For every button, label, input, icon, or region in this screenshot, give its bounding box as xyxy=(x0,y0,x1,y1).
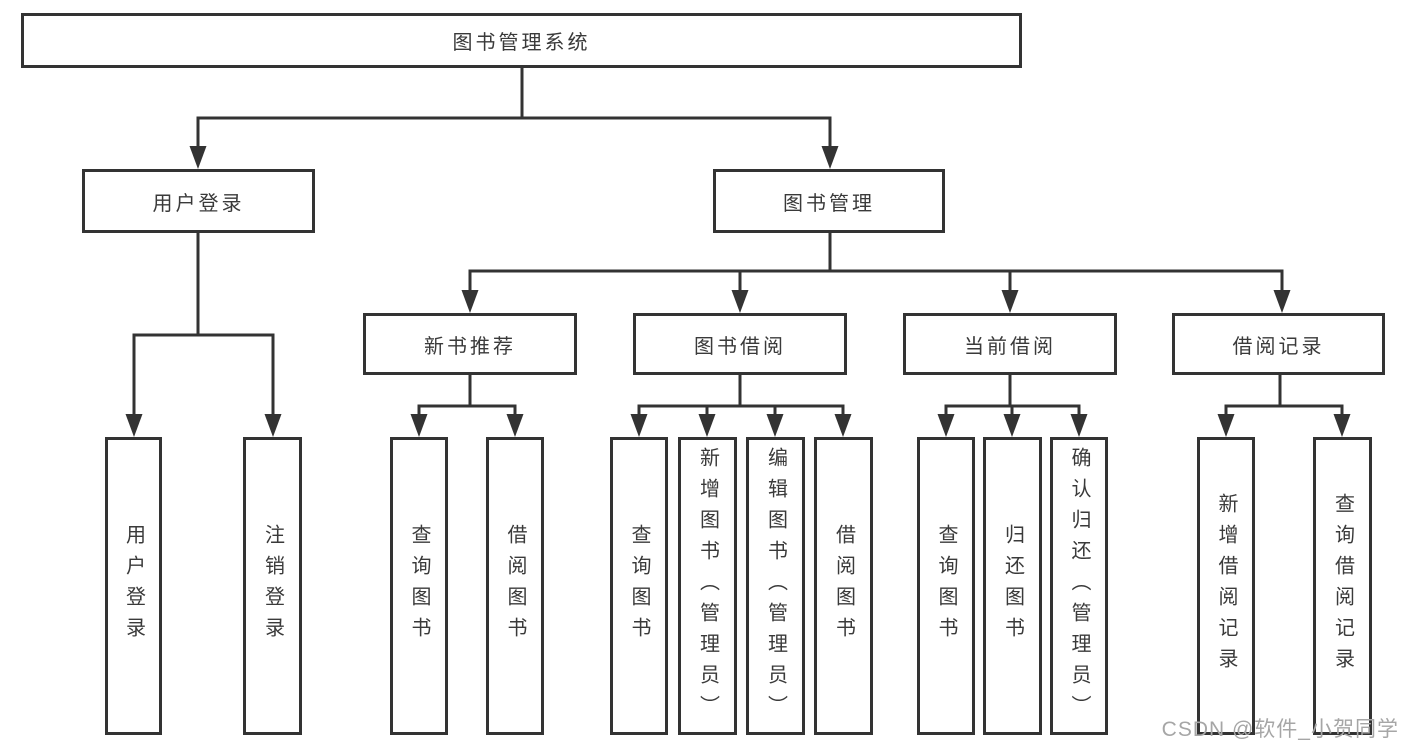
leaf-bb-add-books: 新增图书（管理员） xyxy=(678,437,737,735)
node-new-books: 新书推荐 xyxy=(363,313,577,375)
node-current-borrow-label: 当前借阅 xyxy=(964,335,1056,358)
arrowhead-icon xyxy=(125,414,143,437)
node-user-login: 用户登录 xyxy=(82,169,315,233)
node-book-mgmt-label: 图书管理 xyxy=(783,192,875,215)
leaf-cb-return-books: 归还图书 xyxy=(983,437,1042,735)
leaf-bb-edit-books-label: 编辑图书（管理员） xyxy=(764,446,787,726)
arrowhead-icon xyxy=(821,146,839,169)
arrowhead-icon xyxy=(1333,414,1351,437)
leaf-logout: 注销登录 xyxy=(243,437,302,735)
leaf-bb-query-books-label: 查询图书 xyxy=(628,524,650,648)
leaf-cb-confirm-return: 确认归还（管理员） xyxy=(1050,437,1108,735)
leaf-logout-label: 注销登录 xyxy=(261,524,284,648)
leaf-br-add-record: 新增借阅记录 xyxy=(1197,437,1255,735)
arrowhead-icon xyxy=(461,290,479,313)
leaf-bb-borrow-books-label: 借阅图书 xyxy=(832,524,855,648)
leaf-br-query-record: 查询借阅记录 xyxy=(1313,437,1372,735)
watermark: CSDN @软件_小贺同学 xyxy=(1161,718,1399,741)
leaf-user-login: 用户登录 xyxy=(105,437,162,735)
arrowhead-icon xyxy=(506,414,524,437)
arrowhead-icon xyxy=(264,414,282,437)
leaf-user-login-label: 用户登录 xyxy=(122,524,145,648)
arrowhead-icon xyxy=(189,146,207,169)
leaf-nb-query-books-label: 查询图书 xyxy=(408,524,430,648)
leaf-br-add-record-label: 新增借阅记录 xyxy=(1215,493,1237,679)
leaf-nb-borrow-books: 借阅图书 xyxy=(486,437,544,735)
arrowhead-icon xyxy=(766,414,784,437)
leaf-nb-query-books: 查询图书 xyxy=(390,437,448,735)
arrowhead-icon xyxy=(630,414,648,437)
arrowhead-icon xyxy=(834,414,852,437)
node-book-mgmt: 图书管理 xyxy=(713,169,945,233)
node-book-borrow-label: 图书借阅 xyxy=(694,335,786,358)
arrowhead-icon xyxy=(410,414,428,437)
node-current-borrow: 当前借阅 xyxy=(903,313,1117,375)
node-book-borrow: 图书借阅 xyxy=(633,313,847,375)
leaf-cb-return-books-label: 归还图书 xyxy=(1001,524,1024,648)
arrowhead-icon xyxy=(731,290,749,313)
arrowhead-icon xyxy=(1273,290,1291,313)
arrowhead-icon xyxy=(698,414,716,437)
leaf-nb-borrow-books-label: 借阅图书 xyxy=(504,524,526,648)
leaf-bb-add-books-label: 新增图书（管理员） xyxy=(696,446,719,726)
leaf-cb-confirm-return-label: 确认归还（管理员） xyxy=(1068,446,1090,726)
leaf-bb-borrow-books: 借阅图书 xyxy=(814,437,873,735)
node-root: 图书管理系统 xyxy=(21,13,1022,68)
leaf-br-query-record-label: 查询借阅记录 xyxy=(1331,493,1354,679)
leaf-bb-edit-books: 编辑图书（管理员） xyxy=(746,437,805,735)
arrowhead-icon xyxy=(1217,414,1235,437)
arrowhead-icon xyxy=(1003,414,1021,437)
arrowhead-icon xyxy=(1070,414,1088,437)
node-borrow-records: 借阅记录 xyxy=(1172,313,1385,375)
node-new-books-label: 新书推荐 xyxy=(424,335,516,358)
leaf-bb-query-books: 查询图书 xyxy=(610,437,668,735)
node-borrow-records-label: 借阅记录 xyxy=(1232,335,1325,358)
leaf-cb-query-books-label: 查询图书 xyxy=(935,524,957,648)
node-user-login-label: 用户登录 xyxy=(152,192,245,215)
arrowhead-icon xyxy=(1001,290,1019,313)
leaf-cb-query-books: 查询图书 xyxy=(917,437,975,735)
node-root-label: 图书管理系统 xyxy=(452,32,591,54)
arrowhead-icon xyxy=(937,414,955,437)
